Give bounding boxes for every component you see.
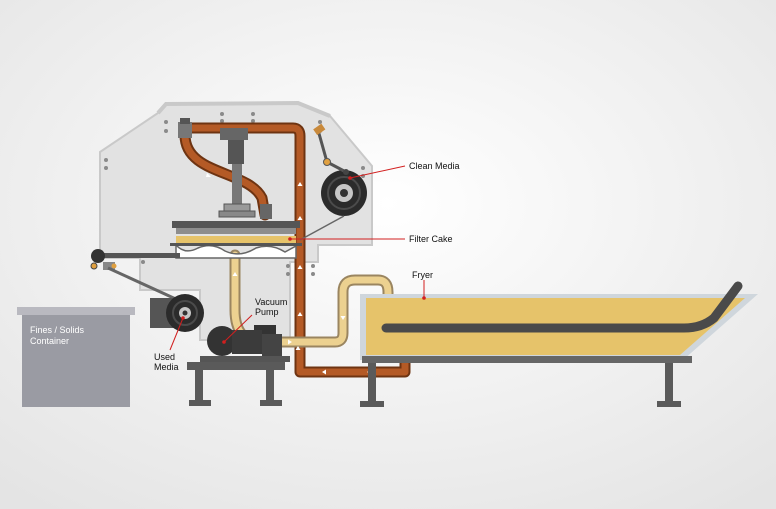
arrow-right-icon <box>206 173 211 177</box>
label-used-media-line2: Media <box>154 362 179 372</box>
label-fines-container-line2: Container <box>30 336 69 346</box>
pump-stand <box>187 362 285 406</box>
labels: Clean Media Filter Cake Fryer Vacuum Pum… <box>30 161 460 372</box>
arrow-up-icon <box>297 216 303 220</box>
bolt-dots <box>104 112 365 276</box>
leader-used-media <box>169 317 184 351</box>
arrow-left-icon <box>322 369 326 375</box>
label-filter-cake: Filter Cake <box>409 234 453 244</box>
filter-pan <box>170 221 302 259</box>
fryer <box>360 281 758 363</box>
arrow-right-icon <box>288 339 292 345</box>
heating-element <box>381 281 743 333</box>
label-fryer: Fryer <box>412 270 433 280</box>
vacuum-pump <box>200 325 290 362</box>
leader-clean-media <box>349 165 406 179</box>
fryer-legs <box>360 363 681 407</box>
used-media-roll <box>150 294 204 332</box>
leader-lines <box>169 165 426 351</box>
fines-solids-container <box>17 307 135 407</box>
arrow-up-icon <box>297 312 303 316</box>
label-clean-media: Clean Media <box>409 161 460 171</box>
label-vacuum-pump-line2: Pump <box>255 307 279 317</box>
arrow-up-icon <box>340 316 346 320</box>
filter-cake-layer <box>176 236 296 243</box>
press-mechanism <box>178 118 272 219</box>
arrow-up-icon <box>297 265 303 269</box>
label-fines-container-line1: Fines / Solids <box>30 325 85 335</box>
arrow-up-icon <box>297 182 303 186</box>
media-rail <box>90 249 180 302</box>
label-used-media-line1: Used <box>154 352 175 362</box>
clean-media-roll <box>299 123 367 241</box>
leader-vacuum-pump <box>223 314 253 343</box>
arrow-down-icon <box>232 272 238 276</box>
label-vacuum-pump-line1: Vacuum <box>255 297 287 307</box>
arrow-up-icon <box>295 346 301 350</box>
